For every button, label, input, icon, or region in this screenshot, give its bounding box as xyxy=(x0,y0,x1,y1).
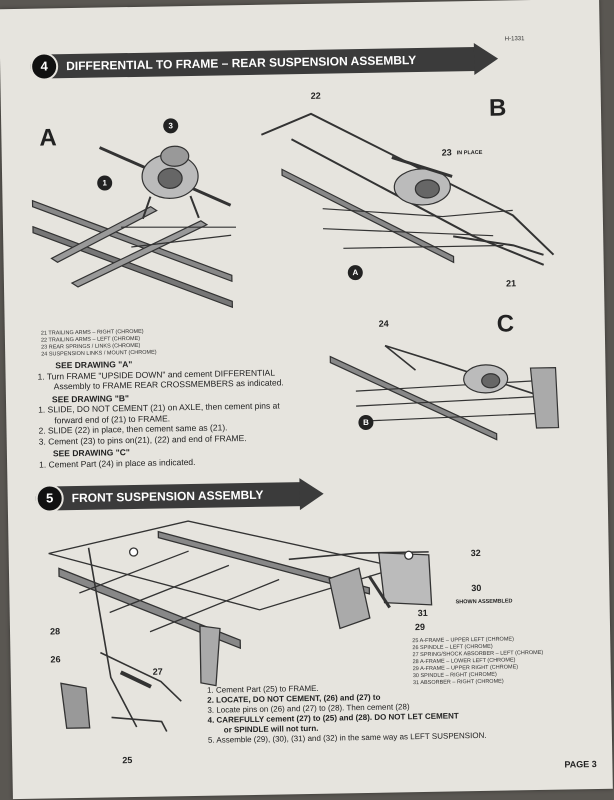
shown-assembled-label: SHOWN ASSEMBLED xyxy=(455,598,513,606)
callout-27: 27 xyxy=(152,666,163,677)
part-24: 24 SUSPENSION LINKS / MOUNT (CHROME) xyxy=(41,349,157,358)
page-number: PAGE 3 xyxy=(564,758,597,770)
step4-banner: DIFFERENTIAL TO FRAME – REAR SUSPENSION … xyxy=(29,46,477,79)
step5-instructions: 1. Cement Part (25) to FRAME. 2. LOCATE,… xyxy=(207,679,588,746)
callout-24: 24 xyxy=(378,318,389,329)
callout-26: 26 xyxy=(50,654,61,665)
drawing-a-illustration xyxy=(31,145,236,309)
callout-30: 30 xyxy=(471,582,482,594)
drawing-b-illustration xyxy=(260,112,555,266)
step4-instructions: SEE DRAWING "A" 1. Turn FRAME "UPSIDE DO… xyxy=(37,356,329,470)
step5-title: FRONT SUSPENSION ASSEMBLY xyxy=(71,487,264,506)
step5-banner: FRONT SUSPENSION ASSEMBLY xyxy=(35,482,302,511)
callout-25: 25 xyxy=(122,755,133,766)
doc-code: H-1331 xyxy=(504,36,525,43)
in-place-label: IN PLACE xyxy=(456,149,483,157)
callout-28: 28 xyxy=(49,626,61,637)
drawing-c-illustration xyxy=(329,344,560,441)
front-suspension-illustration xyxy=(48,520,433,732)
callout-23: 23 xyxy=(441,147,452,158)
callout-22: 22 xyxy=(310,90,321,101)
callout-29: 29 xyxy=(414,621,426,633)
step4-parts-list: 21 TRAILING ARMS – RIGHT (CHROME) 22 TRA… xyxy=(41,329,157,359)
callout-21: 21 xyxy=(505,278,517,289)
callout-32: 32 xyxy=(470,547,481,559)
callout-31: 31 xyxy=(417,607,428,619)
step4-title: DIFFERENTIAL TO FRAME – REAR SUSPENSION … xyxy=(66,53,417,74)
